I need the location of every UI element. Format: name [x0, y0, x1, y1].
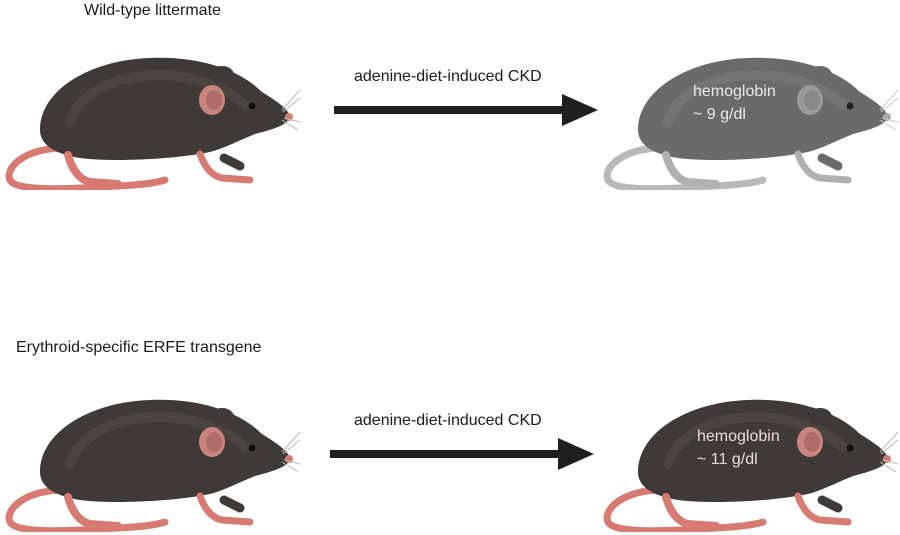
- arrow-label-2: adenine-diet-induced CKD: [354, 412, 542, 429]
- hemoglobin-label-1: hemoglobin: [693, 83, 776, 100]
- hemoglobin-label-2: hemoglobin: [697, 428, 780, 445]
- erfe-transgenic-mouse-illustration: [0, 372, 300, 532]
- wild-type-mouse-illustration: [0, 30, 300, 190]
- anemic-mouse-illustration: [598, 30, 898, 190]
- right-arrow-icon: [330, 438, 594, 470]
- hemoglobin-value-1: ~ 9 g/dl: [693, 106, 746, 123]
- hemoglobin-value-2: ~ 11 g/dl: [697, 451, 758, 468]
- wild-type-label: Wild-type littermate: [84, 2, 221, 19]
- right-arrow-icon: [334, 94, 598, 126]
- arrow-label-1: adenine-diet-induced CKD: [354, 68, 542, 85]
- erfe-transgene-label: Erythroid-specific ERFE transgene: [16, 339, 262, 356]
